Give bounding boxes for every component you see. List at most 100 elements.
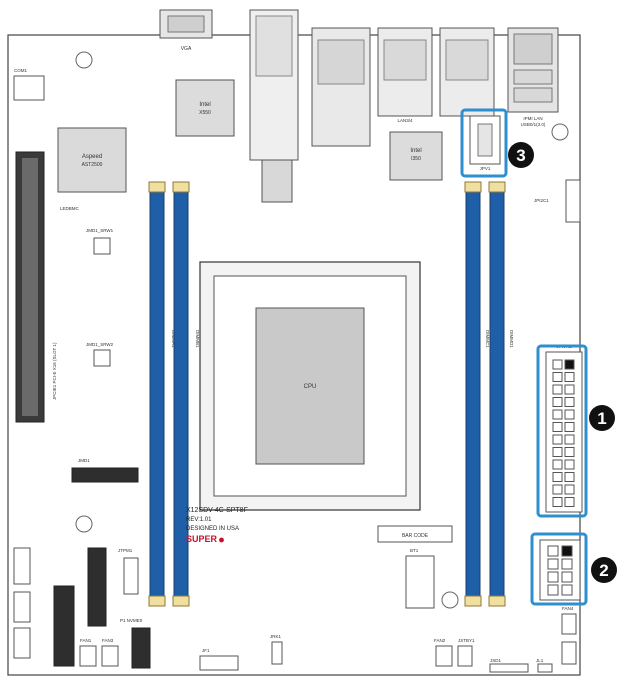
rev-text: REV:1.01 — [186, 517, 212, 523]
dimm-label: DIMMB1 — [195, 330, 200, 348]
callout-num-1: 1 — [597, 409, 606, 428]
jpwr1-pin — [564, 409, 575, 420]
pcie-slot-pins — [22, 158, 38, 416]
usb-header-left-3 — [13, 627, 31, 659]
jpwr1-pin — [552, 447, 563, 457]
srw2-mount — [93, 349, 111, 367]
com1-header — [13, 75, 45, 101]
dimm-slot — [489, 189, 505, 599]
usb-label: USB0/1(3.0) — [521, 122, 546, 127]
m2-slot — [71, 467, 139, 483]
mount-hole-left — [75, 515, 93, 533]
callout-box-1 — [536, 344, 588, 518]
fan2-label: FAN2 — [434, 638, 446, 643]
usb-header-left-2 — [13, 591, 31, 623]
jpwr1-pin — [564, 359, 575, 370]
jmd1-label: JMD1 — [78, 458, 90, 463]
dimm-label: DIMMC1 — [485, 330, 490, 348]
jpwr1-pin — [564, 434, 575, 445]
dimm-latch-top — [148, 181, 166, 193]
jl1-header — [537, 663, 553, 673]
dimm-slot — [465, 189, 481, 599]
tpm-header — [123, 557, 139, 595]
callout-box-2 — [530, 532, 588, 606]
jp8-pin — [547, 558, 559, 570]
callout-badge-2 — [591, 557, 617, 583]
fan-header-right-2 — [561, 641, 577, 665]
lan-jack-3-port — [445, 39, 489, 81]
intel-x550-chip — [175, 79, 235, 137]
dimm-latch-bottom — [172, 595, 190, 607]
callout-num-2: 2 — [599, 561, 608, 580]
fan4-header — [561, 613, 577, 635]
jstby1-label: JSTBY1 — [458, 638, 475, 643]
jpwr1-pin — [564, 422, 575, 432]
jpwr1-pin — [552, 359, 563, 370]
aspeed-line1: Aspeed — [82, 154, 102, 160]
brand-dot — [219, 537, 224, 543]
jpwr1-pin — [564, 497, 575, 507]
intel-i350-line1: Intel — [410, 148, 421, 154]
mount-hole-bottom — [441, 591, 459, 609]
lan-top-label: LAN3/4 — [397, 118, 413, 123]
vga-label: VGA — [181, 46, 192, 52]
aspeed-chip — [57, 127, 127, 193]
callout-num-3: 3 — [516, 146, 525, 165]
sfp-port-top — [255, 15, 293, 77]
callout-box-3 — [460, 108, 508, 178]
mount-hole-top-right — [551, 123, 569, 141]
vga-port — [167, 15, 205, 33]
jstby1-header — [457, 645, 473, 667]
callout-badge-1 — [589, 405, 615, 431]
dimm-latch-bottom — [148, 595, 166, 607]
sata-connector-2 — [87, 547, 107, 627]
jmd1-srw1-label: JMD1_SRW1 — [86, 228, 114, 233]
dimm-label: DIMMD1 — [509, 330, 514, 348]
bt1-label: BT1 — [410, 548, 419, 553]
jpwr1-pin — [552, 459, 563, 470]
jpwr1-pin — [552, 409, 563, 420]
cpu-label: CPU — [304, 384, 317, 390]
jpwr1-pin — [564, 372, 575, 382]
jpwr1-pin — [564, 459, 575, 470]
jmd1-srw2-label: JMD1_SRW2 — [86, 342, 114, 347]
jpwr1-pin — [552, 484, 563, 495]
jpwr1-pin — [564, 484, 575, 495]
jpwr1-pin — [552, 497, 563, 507]
jpi2c1-label: JPI2C1 — [534, 198, 549, 203]
jpwr1-pins — [552, 359, 575, 507]
jpwr1-pin — [552, 422, 563, 432]
bar-code-box — [377, 525, 453, 543]
dimm-group: DIMMA1DIMMB1DIMMC1DIMMD1 — [148, 181, 514, 607]
intel-i350-line2: I350 — [411, 156, 421, 162]
jp8-pin — [561, 545, 573, 557]
fan1-header — [79, 645, 97, 667]
jf1-label: JF1 — [202, 648, 210, 653]
jpwr1-pin — [552, 472, 563, 482]
brand-logo-text: SUPER — [186, 534, 218, 544]
jp8-pin — [561, 571, 573, 583]
fan3-header — [101, 645, 119, 667]
jp8-connector — [539, 539, 581, 601]
jsd1-label: JSD1 — [490, 658, 502, 663]
usb-header-left — [13, 547, 31, 585]
ledbmc-label: LEDBMC — [60, 206, 80, 211]
jp8-pin — [547, 584, 559, 596]
jpwr1-pin — [552, 397, 563, 407]
fan3-label: FAN3 — [102, 638, 114, 643]
intel-x550-line1: Intel — [199, 102, 210, 108]
jp8-pin — [561, 558, 573, 570]
jpwr1-pin — [552, 384, 563, 395]
lan-jack-2-port — [383, 39, 427, 81]
jp8-pin — [547, 571, 559, 583]
ipmi-lan-label: IPMI LAN — [523, 116, 542, 121]
com1-label: COM1 — [14, 68, 27, 73]
battery-holder — [405, 555, 435, 609]
lan-jack-1-port — [317, 39, 365, 85]
intel-i350-chip — [389, 131, 443, 181]
fan1-label: FAN1 — [80, 638, 92, 643]
model-text: X12SDV-4C-SPT8F — [186, 507, 248, 514]
jrk1-label: JRK1 — [270, 634, 282, 639]
jpi2c1-header — [565, 179, 581, 223]
